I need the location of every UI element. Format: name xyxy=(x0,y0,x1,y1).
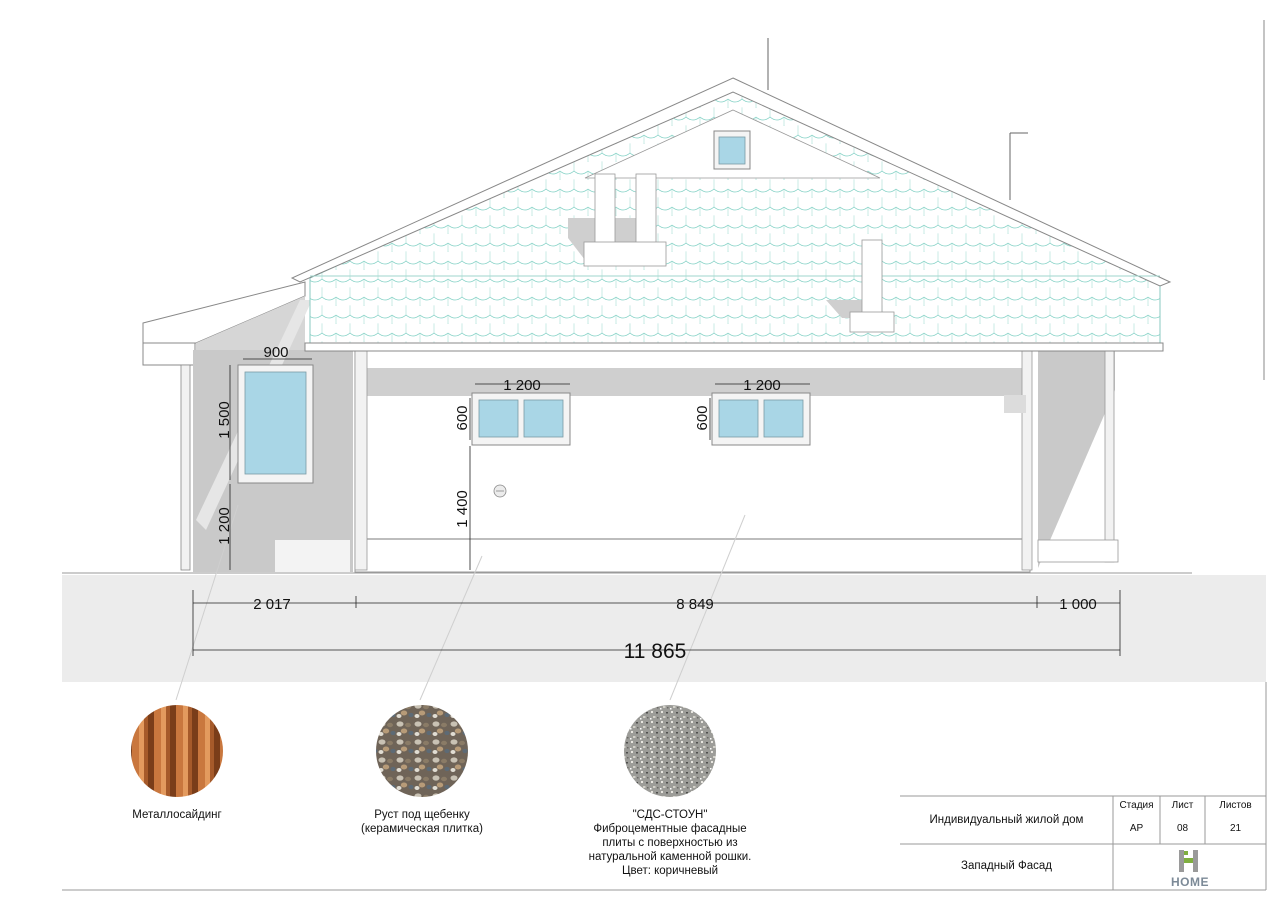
swatch-pebble-tile xyxy=(376,705,468,797)
material-line: "СДС-СТОУН" xyxy=(632,809,708,821)
leader-pebble xyxy=(419,555,483,701)
roof-fascia-gutter xyxy=(304,342,1164,352)
annex-fascia xyxy=(142,342,196,366)
dim-seg-middle: 8 849 xyxy=(676,596,714,613)
terrace-floor xyxy=(1037,539,1119,563)
left-corner-post xyxy=(354,349,368,571)
tall-window-glass xyxy=(244,371,307,475)
chimney-left xyxy=(594,173,616,247)
dim-left-sill-height: 1 200 xyxy=(216,507,233,545)
title-block-grid xyxy=(900,795,1266,890)
annex-wall-lower-light xyxy=(275,540,350,572)
leader-stone xyxy=(669,514,746,701)
vent-stack xyxy=(861,239,883,315)
material-line: Фиброцементные фасадные xyxy=(593,823,747,835)
dimension-lines xyxy=(192,358,1121,656)
material-line: Металлосайдинг xyxy=(132,809,222,821)
title-block-header-sheets: Листов xyxy=(1219,800,1252,811)
window-a-glass-right xyxy=(523,399,564,438)
dim-window-b-height: 600 xyxy=(694,405,711,430)
title-block-value-sheets: 21 xyxy=(1229,823,1242,834)
vent-stack-base xyxy=(849,311,895,333)
dim-seg-right: 1 000 xyxy=(1059,596,1097,613)
material-line: Цвет: коричневый xyxy=(621,865,719,877)
gable-verge xyxy=(290,77,1172,287)
title-block-value-sheet: 08 xyxy=(1176,823,1189,834)
dim-overall: 11 865 xyxy=(624,640,687,663)
dim-window-a-width: 1 200 xyxy=(503,377,541,394)
logo-text: HOME xyxy=(1171,875,1209,889)
annex-roof-underside-shadow xyxy=(196,296,305,350)
right-downpipe xyxy=(1021,349,1033,571)
dim-sill-height-main: 1 400 xyxy=(454,490,471,528)
plinth-line xyxy=(362,538,1024,540)
material-label-siding: Металлосайдинг xyxy=(97,808,257,822)
swatch-stone-chip xyxy=(624,705,716,797)
window-a-glass-left xyxy=(478,399,519,438)
chimney-right xyxy=(635,173,657,247)
window-b-glass-left xyxy=(718,399,759,438)
material-label-pebble: Руст под щебенку (керамическая плитка) xyxy=(332,808,512,836)
gable-window-glass xyxy=(718,136,746,165)
leader-siding xyxy=(175,504,239,701)
material-line: плиты с поверхностью из xyxy=(602,837,738,849)
terrace-post xyxy=(1104,349,1115,563)
material-line: Руст под щебенку xyxy=(374,809,470,821)
material-line: (керамическая плитка) xyxy=(361,823,483,835)
dim-window-a-height: 600 xyxy=(454,405,471,430)
title-block-header-sheet: Лист xyxy=(1171,800,1194,811)
home-logo-icon xyxy=(1179,850,1198,872)
title-block-project: Индивидуальный жилой дом xyxy=(929,814,1084,826)
dim-seg-left: 2 017 xyxy=(253,596,291,613)
title-block-value-stage: АР xyxy=(1129,823,1144,834)
chimney-base xyxy=(583,241,667,267)
terrace-shadow xyxy=(1038,350,1115,568)
window-b-glass-right xyxy=(763,399,804,438)
dim-window-b-width: 1 200 xyxy=(743,377,781,394)
title-block-header-stage: Стадия xyxy=(1119,800,1154,811)
swatch-metal-siding xyxy=(131,705,223,797)
title-block-sheet-title: Западный Фасад xyxy=(961,860,1052,872)
annex-downpipe xyxy=(180,364,191,571)
ground-band xyxy=(62,575,1266,682)
eave-shadow-band xyxy=(355,368,1030,396)
dim-canopy-width: 900 xyxy=(263,344,288,361)
material-label-stone: "СДС-СТОУН" Фиброцементные фасадные плит… xyxy=(565,808,775,878)
downpipe-bracket xyxy=(1004,395,1026,413)
material-line: натуральной каменной рошки. xyxy=(588,851,752,863)
dim-left-window-height: 1 500 xyxy=(216,401,233,439)
